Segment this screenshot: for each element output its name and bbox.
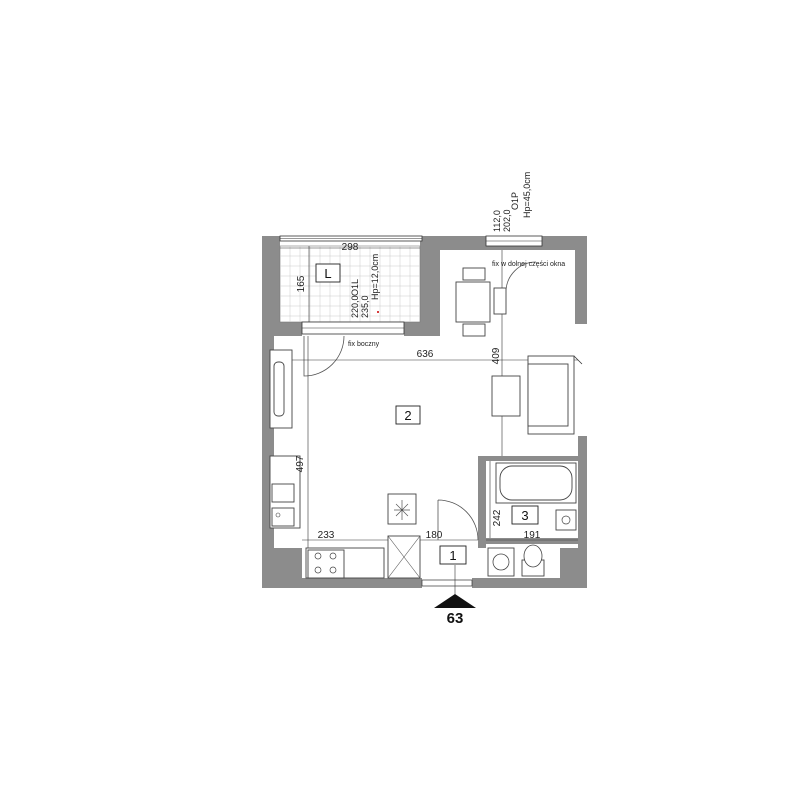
marker-dot (377, 311, 379, 313)
wardrobe (387, 535, 421, 579)
balcony-window-height: Hp=12,0cm (370, 254, 380, 300)
entry-label: 1 (449, 548, 456, 563)
sofa (491, 355, 575, 435)
balcony-door-note: fix boczny (348, 341, 380, 348)
balcony-window-sill: 220,0 (350, 295, 360, 318)
entry-width-dim: 180 (426, 530, 443, 541)
entry-label-box (439, 545, 467, 565)
bathroom-fixtures (487, 509, 577, 577)
bathroom-label-box (511, 505, 539, 525)
living-left-dim: 497 (295, 455, 306, 472)
living-label-box (395, 405, 421, 425)
balcony-window-code: O1L (350, 279, 360, 296)
entry-door (421, 499, 479, 587)
balcony-tiles (279, 245, 421, 323)
kitchen-width-dim: 233 (318, 530, 335, 541)
top-window-code: O1P (510, 192, 520, 210)
bathroom-height-dim: 242 (492, 509, 503, 526)
balcony-label-box (315, 263, 341, 283)
top-window-note: fix w dolnej części okna (492, 261, 565, 268)
living-width-dim: 636 (417, 349, 434, 360)
top-window-sill: 112,0 (492, 210, 502, 232)
living-label: 2 (404, 408, 411, 423)
walls (262, 236, 587, 588)
balcony-window (279, 235, 423, 242)
balcony-window-head: 235,0 (360, 295, 370, 318)
kitchen-counter (269, 349, 385, 579)
top-window-height: Hp=45,0cm (522, 172, 532, 218)
balcony-width-dim: 298 (342, 242, 359, 253)
entry-arrow-icon (434, 594, 476, 608)
bathroom-label: 3 (521, 508, 528, 523)
balcony-depth-dim: 165 (296, 275, 307, 292)
top-window (485, 235, 543, 247)
unit-number: 63 (447, 610, 464, 627)
dining-table (455, 267, 507, 337)
shower-box (387, 493, 417, 525)
living-right-dim: 409 (491, 347, 502, 364)
balcony-door (301, 321, 405, 377)
bathroom-width-dim: 191 (524, 530, 541, 541)
bathtub (495, 462, 577, 504)
balcony-label: L (324, 266, 331, 281)
top-window-head: 202,0 (502, 209, 512, 232)
dimension-lines (269, 246, 583, 548)
window-swing (505, 261, 537, 293)
